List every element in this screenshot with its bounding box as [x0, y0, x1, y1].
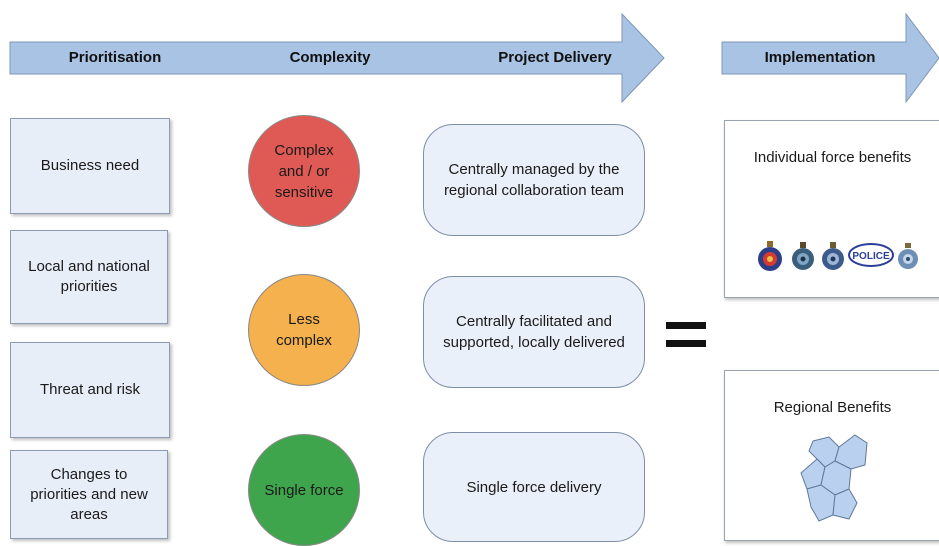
complexity-high-circle: Complex and / or sensitive	[248, 115, 360, 227]
delivery-single-force: Single force delivery	[423, 432, 645, 542]
equals-bar-bottom	[666, 340, 706, 347]
police-badges: POLICE	[758, 241, 918, 271]
individual-benefits-title: Individual force benefits	[753, 149, 912, 166]
police-crest-icon	[822, 242, 844, 270]
delivery-label: Centrally facilitated and supported, loc…	[443, 313, 625, 351]
regional-benefits-title: Regional Benefits	[773, 399, 892, 416]
implementation-arrow	[721, 12, 939, 104]
individual-benefits-panel: Individual force benefits POLICE	[724, 120, 939, 298]
police-crest-icon	[758, 241, 782, 271]
delivery-label: Single force delivery	[466, 478, 602, 496]
priority-business-need: Business need	[10, 118, 170, 214]
priority-local-national: Local and national priorities	[10, 230, 168, 324]
delivery-label: Centrally managed by the regional collab…	[443, 161, 625, 199]
police-logo-icon: POLICE	[848, 243, 894, 267]
header-implementation: Implementation	[764, 49, 876, 66]
process-arrow	[9, 12, 665, 104]
priority-label: Changes to priorities and new areas	[30, 465, 148, 523]
equals-bar-top	[666, 322, 706, 329]
complexity-low-circle: Single force	[248, 434, 360, 546]
police-logo-text: POLICE	[852, 251, 890, 262]
header-project-delivery: Project Delivery	[498, 49, 612, 66]
complexity-medium-circle: Less complex	[248, 274, 360, 386]
regional-benefits-panel: Regional Benefits	[724, 370, 939, 541]
priority-changes: Changes to priorities and new areas	[10, 450, 168, 539]
priority-label: Local and national priorities	[28, 258, 150, 295]
header-complexity: Complexity	[289, 49, 371, 66]
priority-label: Threat and risk	[39, 381, 141, 398]
complexity-label: Less complex	[276, 311, 332, 349]
priority-threat-risk: Threat and risk	[10, 342, 170, 438]
delivery-central-facilitated: Centrally facilitated and supported, loc…	[423, 276, 645, 388]
complexity-label: Single force	[264, 481, 344, 499]
delivery-central-managed: Centrally managed by the regional collab…	[423, 124, 645, 236]
complexity-label: Complex and / or sensitive	[274, 141, 334, 201]
region-map-icon	[800, 434, 868, 522]
police-crest-icon	[898, 243, 918, 269]
header-prioritisation: Prioritisation	[68, 49, 162, 66]
priority-label: Business need	[40, 157, 140, 174]
police-crest-icon	[792, 242, 814, 270]
